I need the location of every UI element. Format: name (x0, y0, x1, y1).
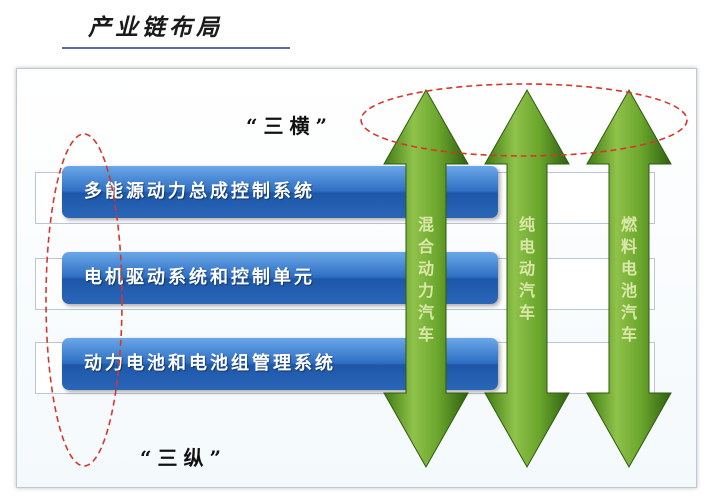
arrow-electric-label: 纯电动汽车 (518, 215, 535, 322)
arrow-electric (484, 88, 570, 469)
page-title: 产业链布局 (88, 14, 223, 41)
arrow-fuel-cell-label: 燃料电池汽车 (620, 215, 637, 344)
arrow-hybrid (383, 88, 469, 469)
horizontal-highlight-ellipse (360, 83, 688, 157)
arrow-fuel-cell (586, 88, 672, 469)
title-underline (62, 47, 290, 49)
arrow-hybrid-label: 混合动力汽车 (417, 215, 434, 344)
vertical-label: “三纵” (140, 446, 228, 470)
horizontal-label: “三横” (246, 114, 334, 138)
vertical-highlight-ellipse (45, 133, 123, 467)
